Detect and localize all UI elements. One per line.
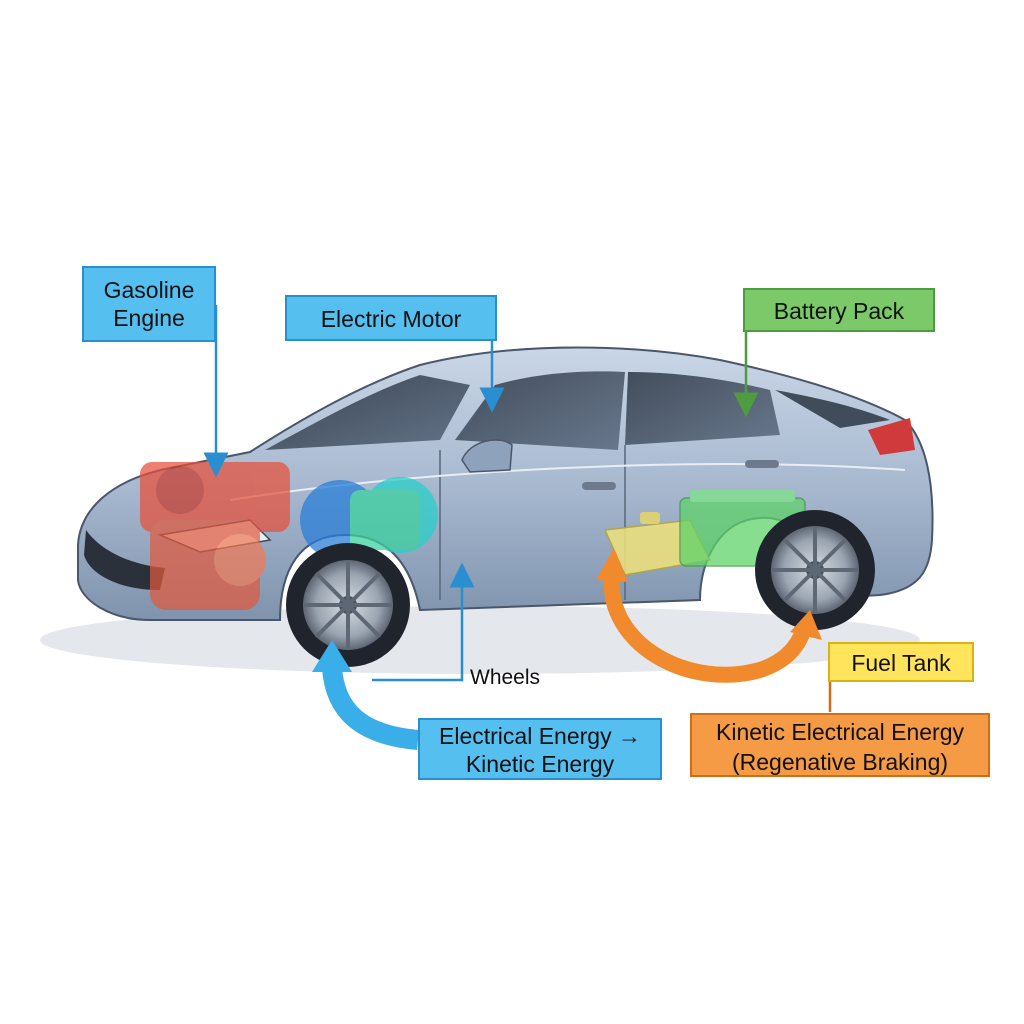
ground-shadow — [40, 606, 920, 674]
electrical-to-kinetic-arrowhead — [312, 640, 352, 672]
regenerative-braking-arrow — [603, 574, 812, 683]
gasoline-engine-label-line-1: Gasoline — [103, 277, 195, 303]
fuel-tank-label-text: Fuel Tank — [851, 650, 951, 676]
rear-wheel — [755, 510, 875, 630]
rear-side-window — [625, 372, 780, 445]
kinetic-to-electrical-line-1: Kinetic Electrical Energy — [716, 719, 964, 745]
kinetic-to-electrical-label: Kinetic Electrical Energy (Regenative Br… — [690, 713, 990, 777]
taillight — [868, 418, 915, 455]
side-mirror — [461, 439, 513, 473]
battery-pack-label: Battery Pack — [743, 288, 935, 332]
wheels-label: Wheels — [470, 666, 541, 689]
gasoline-engine-component — [140, 462, 290, 610]
electric-motor-label: Electric Motor — [285, 295, 497, 341]
battery-pack-label-text: Battery Pack — [773, 298, 905, 324]
gasoline-engine-label-line-2: Engine — [113, 305, 185, 331]
front-wheel — [286, 543, 410, 667]
rear-window — [775, 390, 890, 428]
fuel-tank-label: Fuel Tank — [828, 642, 974, 682]
regenerative-arrowhead-start — [596, 548, 628, 582]
door-handle-front — [582, 482, 616, 490]
electrical-to-kinetic-line-1: Electrical Energy → — [439, 723, 641, 749]
electrical-to-kinetic-arrow — [322, 666, 420, 750]
gasoline-engine-label: Gasoline Engine — [82, 266, 216, 342]
front-grille — [84, 530, 165, 590]
wheels-leader-line — [372, 562, 475, 682]
electrical-to-kinetic-line-2: Kinetic Energy — [465, 751, 615, 777]
windshield — [265, 375, 470, 450]
electric-motor-label-text: Electric Motor — [320, 306, 462, 332]
electrical-to-kinetic-label: Electrical Energy → Kinetic Energy — [418, 718, 662, 780]
kinetic-to-electrical-line-2: (Regenative Braking) — [731, 749, 949, 775]
regenerative-arrowhead-end — [790, 610, 822, 640]
door-handle-rear — [745, 460, 779, 468]
electric-motor-component — [300, 477, 438, 560]
